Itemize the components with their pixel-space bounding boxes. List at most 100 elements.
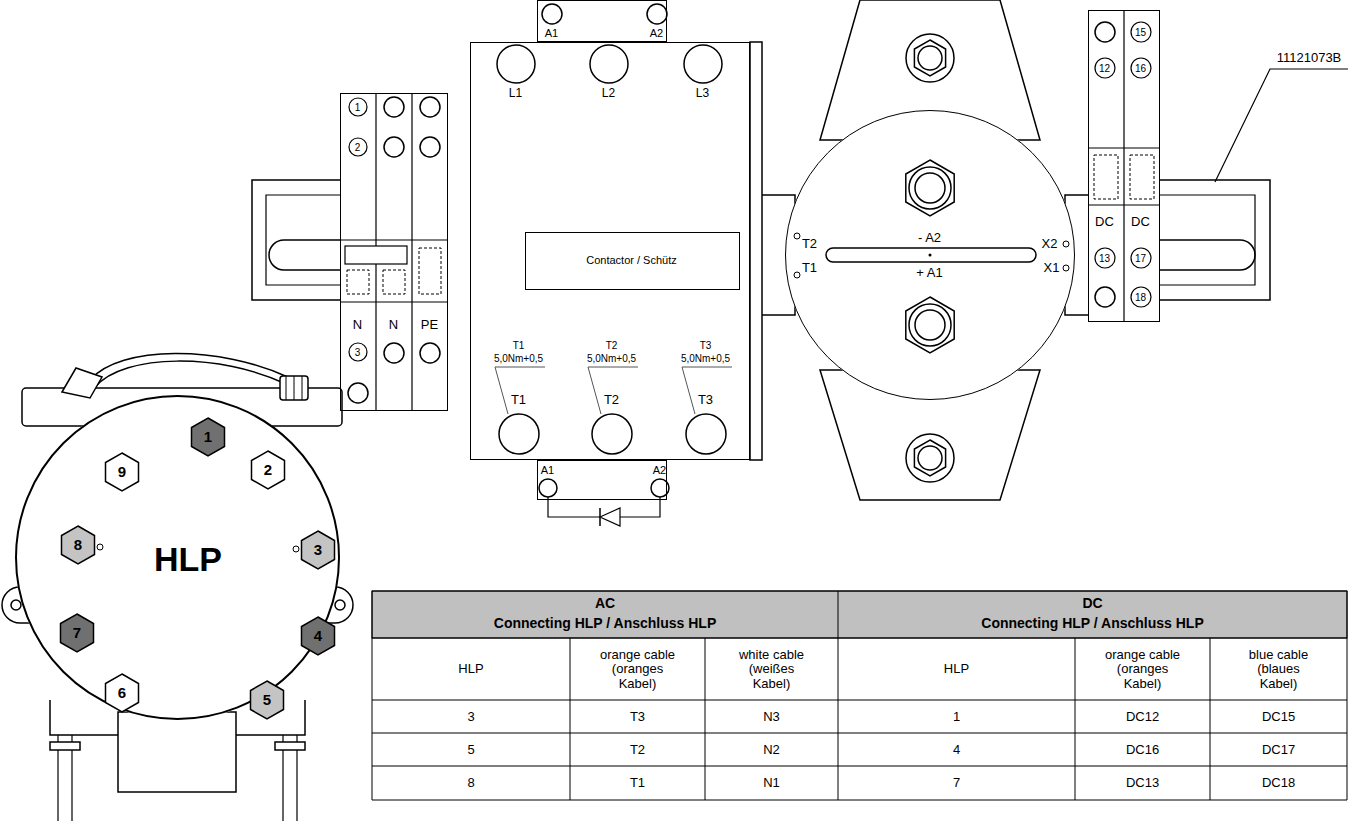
terminal-label: L3	[696, 87, 709, 100]
terminal-label: T2	[604, 392, 619, 406]
terminal-block: 151216DCDC131718	[1088, 10, 1160, 322]
hexagon-outline	[252, 451, 285, 489]
table-cell: 4	[953, 742, 960, 756]
table-cell: DC18	[1262, 776, 1295, 790]
terminal-label: 5,0Nm+0,5	[494, 352, 543, 363]
table-cell: DC	[1082, 596, 1102, 611]
terminal-label: 2	[355, 141, 361, 152]
pin-hexagon: 8	[58, 525, 98, 565]
table-cell: T2	[630, 742, 645, 756]
table-cell: Connecting HLP / Anschluss HLP	[494, 616, 716, 631]
pin-number: 4	[314, 628, 322, 645]
table-cell: DC13	[1126, 776, 1159, 790]
hexagon-outline	[302, 617, 335, 655]
table-cell: N2	[763, 742, 780, 756]
pin-hexagon: 1	[188, 417, 228, 457]
terminal-label: 5,0Nm+0,5	[587, 352, 636, 363]
table-cell: T1	[630, 776, 645, 790]
hexagon-outline	[192, 418, 225, 456]
terminal-label: 15	[1135, 26, 1146, 37]
terminal-label: DC	[1095, 214, 1114, 228]
terminal-label: X2	[1042, 236, 1058, 250]
pin-hexagon: 3	[298, 530, 338, 570]
table-cell: 3	[467, 709, 474, 723]
pin-number: 2	[264, 462, 272, 479]
table-cell: DC12	[1126, 709, 1159, 723]
table-cell: orange cable (oranges Kabel)	[598, 648, 678, 691]
table-cell: HLP	[944, 662, 969, 676]
pin-number: 3	[314, 542, 322, 559]
table-cell: blue cable (blaues Kabel)	[1239, 648, 1319, 691]
pin-hexagon: 2	[248, 450, 288, 490]
hexagon-outline	[61, 614, 94, 652]
terminal-label: 17	[1135, 252, 1146, 263]
table-cell: 7	[953, 776, 960, 790]
coil-terminal-block: A1 A2	[537, 0, 667, 42]
coil-terminal-block: A1 A2	[537, 460, 667, 500]
table-cell: 5	[467, 742, 474, 756]
device-label: HLP	[154, 541, 222, 578]
terminal-label: N	[353, 317, 362, 331]
hexagon-outline	[302, 531, 335, 569]
terminal-label: L2	[602, 87, 615, 100]
hlp-housing: HLP192837465	[15, 395, 340, 720]
pin-number: 8	[74, 537, 82, 554]
dc-contactor-illustration	[785, 0, 1075, 500]
hlp-illustration	[2, 353, 353, 821]
terminal-label: T3	[698, 392, 713, 406]
hexagon-outline	[62, 526, 95, 564]
device-label: Contactor / Schütz	[586, 254, 677, 266]
pin-hexagon: 5	[247, 680, 287, 720]
terminal-label: T2	[606, 339, 618, 350]
terminal-label: A2	[653, 463, 666, 475]
terminal-label: A2	[650, 26, 663, 38]
terminal-block-right	[1088, 10, 1160, 322]
pin-hexagon: 9	[102, 452, 142, 492]
table-cell: white cable (weißes Kabel)	[732, 648, 812, 691]
terminal-label: 18	[1135, 291, 1146, 302]
table-cell: T3	[630, 709, 645, 723]
terminal-label: T1	[802, 260, 817, 274]
table-cell: AC	[595, 596, 615, 611]
terminal-label: A1	[541, 463, 554, 475]
table-cell: DC16	[1126, 742, 1159, 756]
terminal-label: PE	[421, 317, 438, 331]
connection-table-grid	[372, 591, 1347, 800]
terminal-label: A1	[545, 26, 558, 38]
terminal-label: T3	[700, 339, 712, 350]
table-cell: DC15	[1262, 709, 1295, 723]
contactor-label-box: Contactor / Schütz	[525, 232, 740, 290]
contactor-illustration	[470, 0, 762, 526]
terminal-label: 13	[1099, 252, 1110, 263]
pin-hexagon: 4	[298, 616, 338, 656]
pin-number: 7	[73, 625, 81, 642]
hexagon-outline	[106, 674, 139, 712]
hexagon-outline	[251, 681, 284, 719]
terminal-label: + A1	[916, 265, 942, 279]
terminal-block-left	[340, 93, 448, 411]
terminal-label: 1	[355, 101, 361, 112]
terminal-label: T1	[511, 392, 526, 406]
table-cell: Connecting HLP / Anschluss HLP	[981, 616, 1203, 631]
terminal-label: 5,0Nm+0,5	[681, 352, 730, 363]
contactor-body: L1L2L3T15,0Nm+0,5T25,0Nm+0,5T35,0Nm+0,5T…	[470, 42, 750, 460]
terminal-label: 3	[355, 346, 361, 357]
table-cell: orange cable (oranges Kabel)	[1103, 648, 1183, 691]
table-cell: N1	[763, 776, 780, 790]
pin-number: 9	[118, 464, 126, 481]
terminal-label: T2	[802, 236, 817, 250]
hexagon-outline	[106, 453, 139, 491]
pin-number: 1	[204, 429, 212, 446]
part-number: 11121073B	[1277, 51, 1342, 65]
pin-number: 5	[263, 692, 271, 709]
table-cell: 1	[953, 709, 960, 723]
dc-contactor: T2- A2X2T1+ A1X1	[785, 110, 1075, 400]
terminal-label: 12	[1099, 62, 1110, 73]
part-number-leader	[1215, 69, 1348, 182]
terminal-label: X1	[1044, 260, 1060, 274]
table-cell: N3	[763, 709, 780, 723]
terminal-label: N	[389, 317, 398, 331]
table-cell: 8	[467, 776, 474, 790]
